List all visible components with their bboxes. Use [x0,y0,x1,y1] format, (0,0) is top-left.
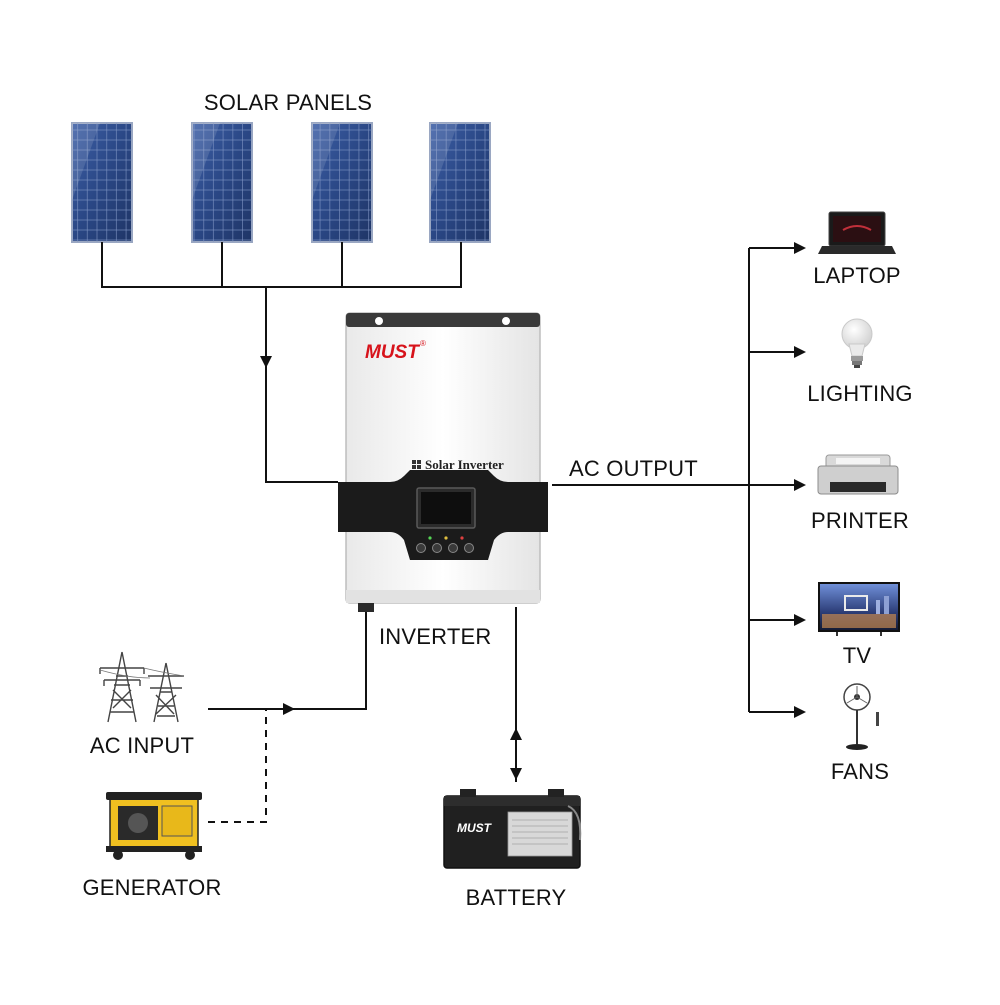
battery-icon: MUST [443,789,582,869]
arrow-down-pv [260,356,272,368]
grid-icon [412,460,421,469]
arrow-right-ac-input [283,703,295,715]
laptop-icon [818,211,896,254]
transmission-tower-icon [99,651,185,723]
solar-panel [311,122,373,243]
inverter-label: INVERTER [379,624,492,649]
generator-label: GENERATOR [82,875,222,900]
panel-combiner-line [101,242,462,288]
arrow-up-battery [510,728,522,740]
light-bulb-icon [841,318,873,368]
solar-panels-label: SOLAR PANELS [203,90,373,115]
ac-input-label: AC INPUT [89,733,195,758]
load-label-lighting: LIGHTING [807,381,913,406]
ac-input-line [208,612,367,710]
arrow-down-battery [510,768,522,780]
printer-icon [817,454,899,495]
load-label-tv: TV [842,643,872,668]
solar-panels [71,122,491,243]
fan-icon [843,683,879,750]
connection-lines [101,242,800,823]
tv-icon [818,582,900,636]
solar-panel [71,122,133,243]
arrowheads [260,242,806,780]
generator-dashed-line [208,709,267,823]
generator-icon [106,792,202,860]
inverter-unit: MUST ® Solar Inverter [338,312,548,612]
load-label-laptop: LAPTOP [813,263,901,288]
battery-brand-logo: MUST [457,821,493,835]
load-label-printer: PRINTER [811,508,909,533]
pv-to-inverter-line [265,287,338,483]
inverter-brand-logo: MUST [365,342,420,363]
ac-output-label: AC OUTPUT [569,456,698,481]
inverter-product-name: Solar Inverter [425,457,504,472]
load-label-fans: FANS [830,759,890,784]
inverter-brand-mark: ® [420,339,426,348]
solar-panel [429,122,491,243]
solar-panel [191,122,253,243]
battery-label: BATTERY [465,885,567,910]
